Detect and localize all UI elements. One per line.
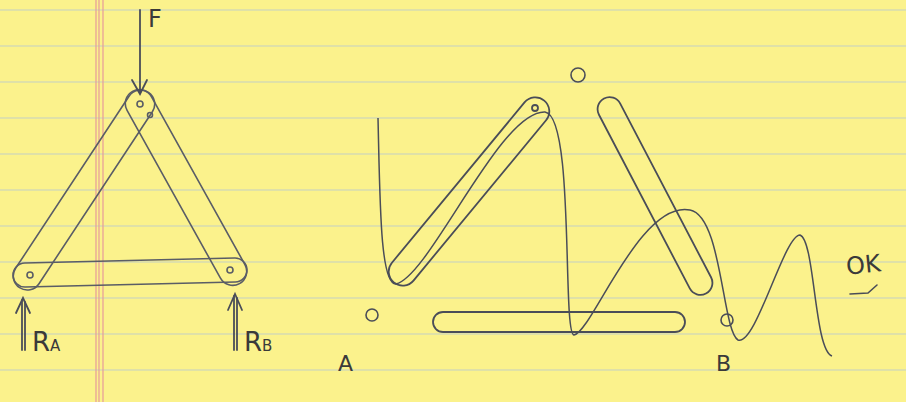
check-note: OK — [845, 250, 882, 280]
ruled-line — [0, 298, 906, 299]
ruled-line — [0, 334, 906, 335]
arrow-head — [132, 80, 147, 94]
arrow-head — [16, 298, 30, 313]
margin-line — [95, 0, 96, 402]
margin-line — [102, 0, 103, 402]
point-label: A — [338, 352, 353, 376]
ruled-line — [0, 154, 906, 155]
force-arrows — [16, 10, 242, 350]
pin-hole — [137, 101, 143, 107]
truss-bar — [593, 93, 716, 299]
ruled-line — [0, 262, 906, 263]
pin-hole — [148, 113, 153, 118]
ruled-line — [0, 82, 906, 83]
ruled-line — [0, 10, 906, 11]
reaction-label: RB — [244, 328, 272, 357]
pin — [571, 68, 585, 82]
reaction-arrow — [236, 298, 238, 350]
arrow-head — [228, 294, 242, 310]
reaction-arrow — [24, 302, 26, 350]
ruled-line — [0, 370, 906, 371]
ruled-line — [0, 118, 906, 119]
pin — [366, 309, 378, 321]
ruled-line — [0, 46, 906, 47]
point-label: B — [716, 352, 731, 376]
truss-bar — [433, 312, 685, 332]
pin-hole — [27, 272, 33, 278]
pin — [721, 314, 733, 326]
reaction-label: RA — [32, 328, 60, 357]
force-label: F — [148, 6, 162, 32]
disassembled-truss — [366, 68, 877, 356]
check-mark — [850, 285, 877, 294]
ruled-line — [0, 226, 906, 227]
truss-bar — [8, 85, 160, 296]
assembled-truss — [8, 85, 252, 296]
truss-bar — [13, 258, 248, 288]
pin-hole — [227, 267, 233, 273]
load-arrow — [139, 10, 141, 93]
reaction-arrow — [21, 300, 23, 350]
margin-lines — [96, 0, 103, 402]
moment-curve — [378, 112, 832, 356]
reaction-arrow — [233, 296, 235, 350]
ruled-lines — [0, 10, 906, 370]
pin-hole — [532, 105, 538, 111]
margin-line — [98, 0, 99, 402]
